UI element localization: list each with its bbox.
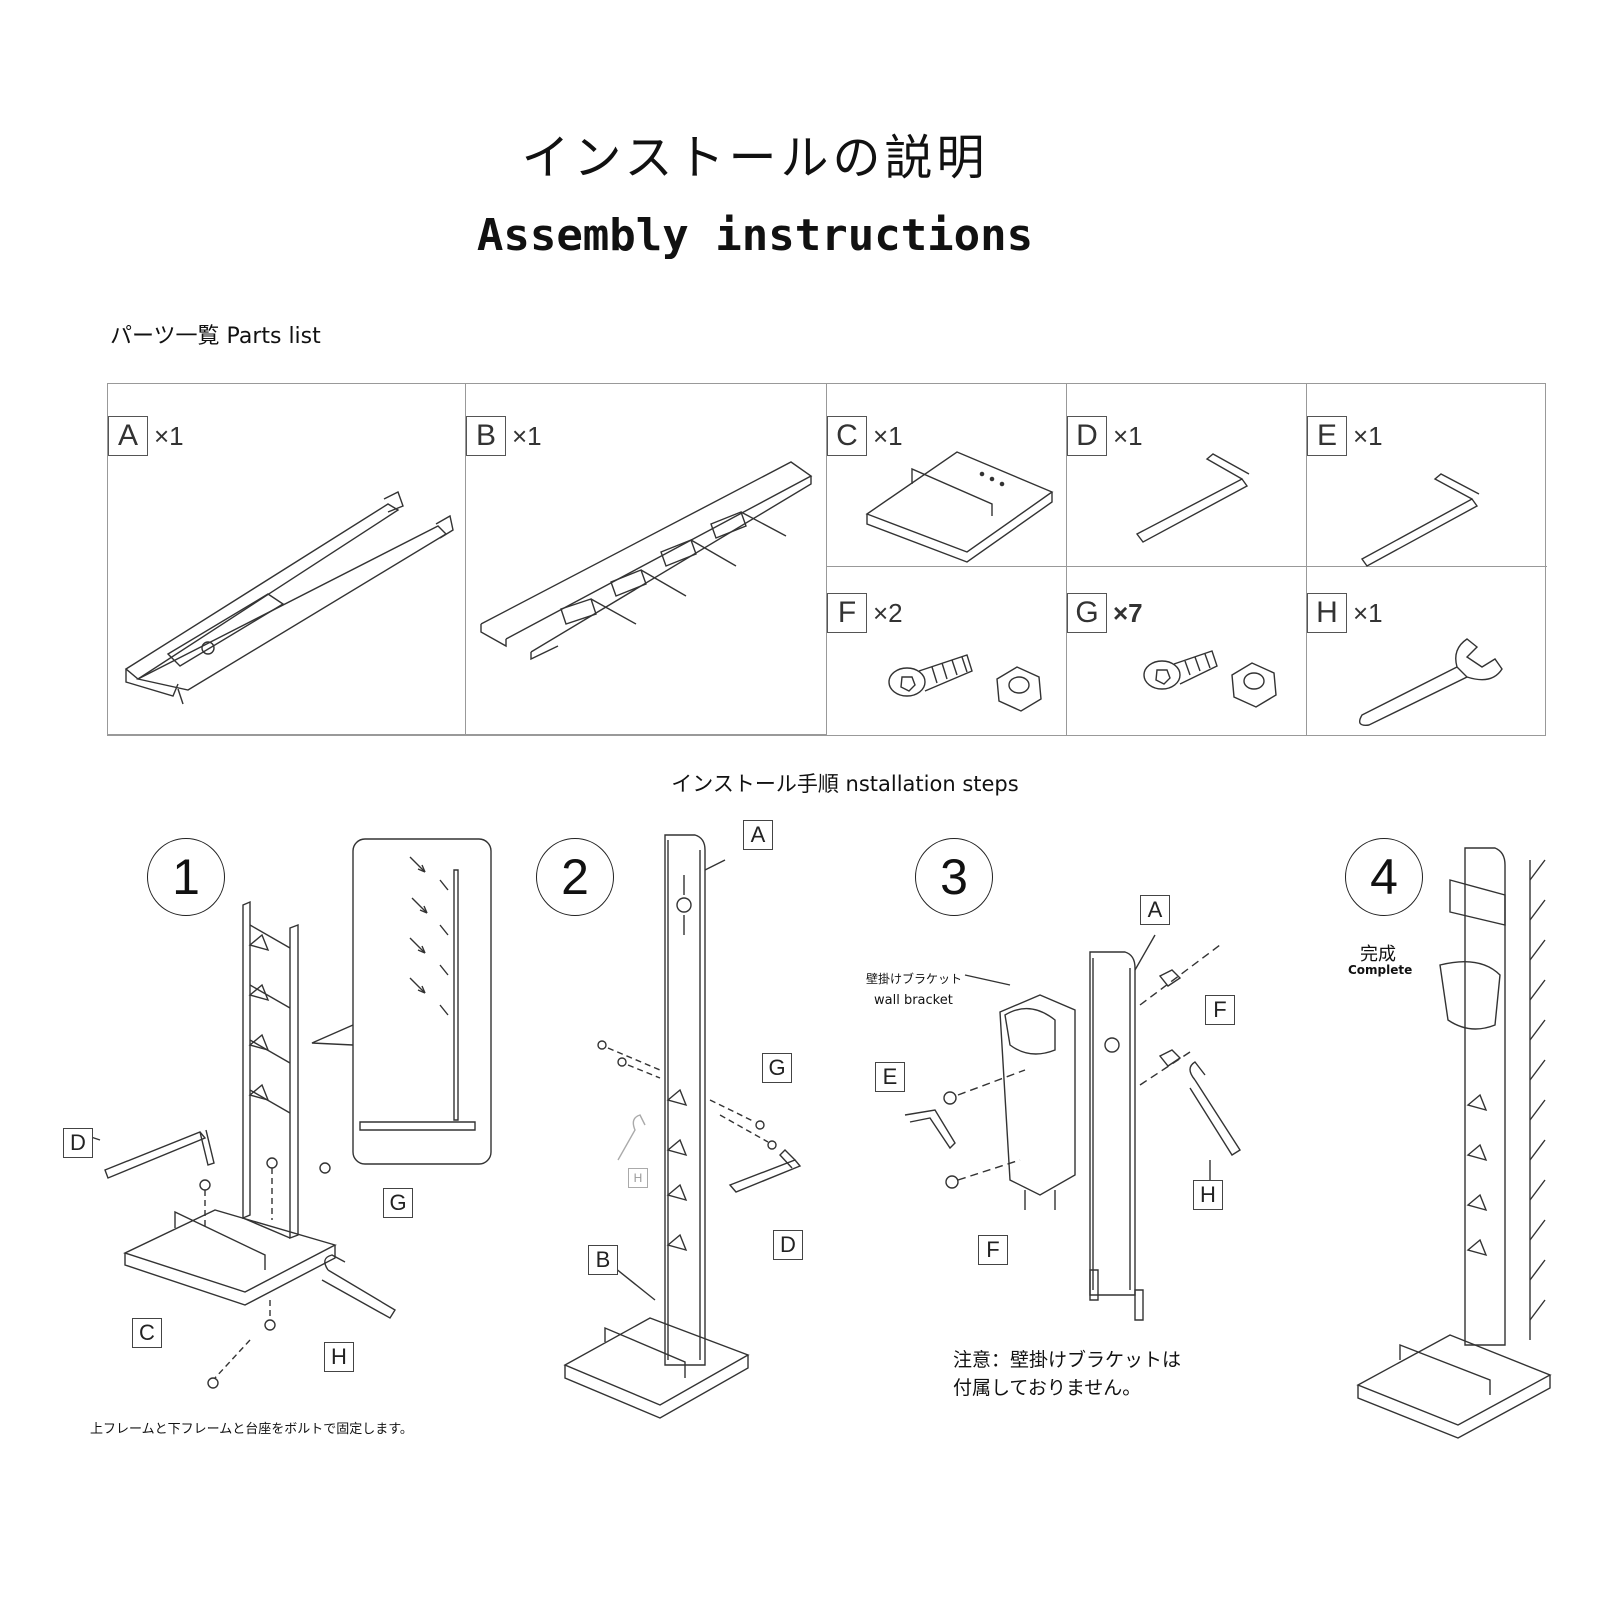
step-2-label-a: A	[743, 820, 773, 850]
step-3-note-line2: 付属しておりません。	[953, 1377, 1142, 1399]
part-f-letter: F	[827, 593, 867, 633]
step-3-number: 3	[915, 838, 993, 916]
step-1-number: 1	[147, 838, 225, 916]
step-2-label-d: D	[773, 1230, 803, 1260]
part-e-cell: E×1	[1307, 384, 1547, 567]
step-2-number: 2	[536, 838, 614, 916]
part-g-cell: G×7	[1067, 567, 1307, 735]
frame-b-illustration	[480, 461, 813, 661]
part-a-cell: A×1	[108, 384, 466, 735]
part-a-qty: ×1	[154, 420, 184, 451]
part-e-letter: E	[1307, 416, 1347, 456]
part-f-cell: F×2	[827, 567, 1067, 735]
part-c-cell: C×1	[827, 384, 1067, 567]
part-b-qty: ×1	[512, 420, 542, 451]
complete-label-en: Complete	[1348, 963, 1413, 977]
parts-list-heading: パーツ一覧 Parts list	[110, 324, 321, 349]
step-3-note-line1: 注意：壁掛けブラケットは	[953, 1349, 1182, 1371]
bolt-nut-f-illustration	[888, 654, 1042, 712]
title-english: Assembly instructions	[476, 210, 1034, 261]
part-h-qty: ×1	[1353, 597, 1383, 628]
wrench-h-illustration	[1359, 638, 1503, 726]
part-h-letter: H	[1307, 593, 1347, 633]
title-japanese: インストールの説明	[521, 130, 989, 186]
part-b-letter: B	[466, 416, 506, 456]
step-1-label-h: H	[324, 1342, 354, 1372]
step-3-label-h: H	[1193, 1180, 1223, 1210]
part-f-qty: ×2	[873, 597, 903, 628]
part-d-letter: D	[1067, 416, 1107, 456]
part-e-qty: ×1	[1353, 420, 1383, 451]
frame-a-illustration	[124, 491, 454, 705]
part-g-qty: ×7	[1113, 597, 1143, 628]
step-3-label-f-top: F	[1205, 995, 1235, 1025]
installation-steps-heading: インストール手順 nstallation steps	[671, 772, 1019, 796]
part-g-letter: G	[1067, 593, 1107, 633]
part-b-cell: B×1	[466, 384, 827, 735]
bolt-nut-g-illustration	[1143, 650, 1277, 708]
step-1-label-g: G	[383, 1188, 413, 1218]
step-1-label-c: C	[132, 1318, 162, 1348]
wall-bracket-label-jp: 壁掛けブラケット	[866, 972, 963, 986]
step-1-note: 上フレームと下フレームと台座をボルトで固定します。	[90, 1422, 413, 1437]
step-3-label-e: E	[875, 1062, 905, 1092]
part-d-cell: D×1	[1067, 384, 1307, 567]
step-2-label-h: H	[628, 1168, 648, 1188]
parts-grid: A×1 B×1	[107, 383, 1547, 736]
step-3-label-f-bottom: F	[978, 1235, 1008, 1265]
complete-label-jp: 完成	[1360, 944, 1396, 965]
part-c-letter: C	[827, 416, 867, 456]
part-h-cell: H×1	[1307, 567, 1547, 735]
part-c-qty: ×1	[873, 420, 903, 451]
part-a-letter: A	[108, 416, 148, 456]
wall-bracket-label-en: wall bracket	[874, 993, 953, 1008]
step-3-label-a: A	[1140, 895, 1170, 925]
part-d-qty: ×1	[1113, 420, 1143, 451]
step-4-number: 4	[1345, 838, 1423, 916]
step-2-label-b: B	[588, 1245, 618, 1275]
hex-key-d-illustration	[1135, 453, 1250, 543]
base-c-illustration	[865, 451, 1054, 563]
step-2-label-g: G	[762, 1053, 792, 1083]
hex-key-e-illustration	[1360, 473, 1480, 567]
step-1-label-d: D	[63, 1128, 93, 1158]
